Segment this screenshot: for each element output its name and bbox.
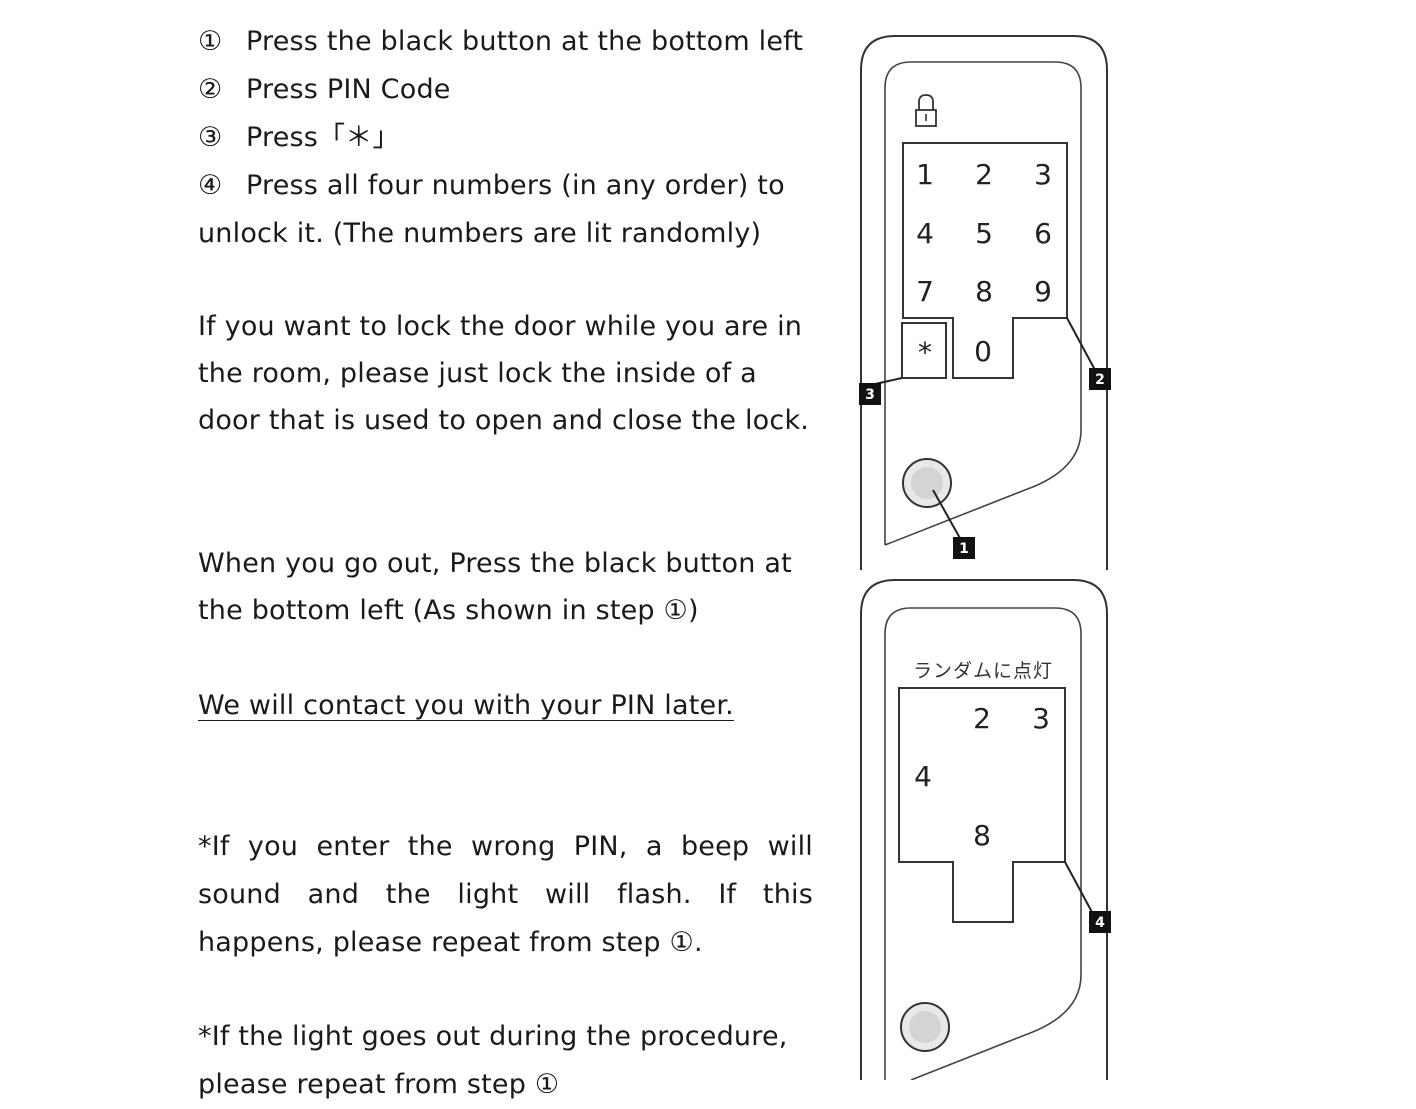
callout-badge-1-label: 1	[959, 541, 969, 557]
light-out-note-line-1: *If the light goes out during the proced…	[198, 1021, 788, 1052]
callout-badge-4-label: 4	[1095, 915, 1105, 931]
lit-key-3: 3	[1032, 702, 1050, 735]
contact-note-text: We will contact you with your PIN later.	[198, 690, 734, 721]
step-3-number: ③	[198, 122, 223, 153]
key-7: 7	[916, 275, 934, 308]
callout-badge-1: 1	[953, 537, 975, 559]
step-3: ③ Press「＊」	[198, 120, 400, 156]
step-1: ① Press the black button at the bottom le…	[198, 24, 803, 60]
lit-key-4: 4	[914, 760, 932, 793]
random-lit-label: ランダムに点灯	[913, 660, 1053, 682]
wrong-pin-note: *If you enter the wrong PIN, a beep will…	[198, 831, 813, 958]
key-1: 1	[916, 158, 934, 191]
step-1-text: Press the black button at the bottom lef…	[246, 26, 804, 57]
key-3: 3	[1034, 158, 1052, 191]
step-4-continuation: unlock it. (The numbers are lit randomly…	[198, 218, 762, 249]
lit-key-2: 2	[973, 702, 991, 735]
light-out-note: *If the light goes out during the proced…	[198, 1013, 813, 1109]
round-button-bottom	[900, 1002, 950, 1052]
step-3-text: Press「＊」	[246, 122, 400, 153]
go-out-paragraph: When you go out, Press the black button …	[198, 548, 792, 626]
callout-badge-3-label: 3	[865, 387, 875, 403]
step-2-number: ②	[198, 74, 223, 105]
keypad-diagram: 1 2 3 4 5 6 7 8 9 * 0 1 2	[855, 0, 1115, 1080]
round-button-top	[902, 458, 952, 508]
lit-key-8: 8	[973, 819, 991, 852]
step-4: ④ Press all four numbers (in any order) t…	[198, 168, 785, 204]
step-4-number: ④	[198, 170, 223, 201]
contact-note: We will contact you with your PIN later.	[198, 682, 818, 729]
key-star: *	[918, 336, 932, 369]
key-0: 0	[974, 335, 992, 368]
key-4: 4	[916, 217, 934, 250]
step-2: ② Press PIN Code	[198, 72, 451, 108]
top-keypad-panel: 1 2 3 4 5 6 7 8 9 * 0 1 2	[859, 35, 1111, 570]
callout-badge-2: 2	[1089, 368, 1111, 390]
light-out-note-line-2: please repeat from step ①	[198, 1069, 560, 1100]
step-2-text: Press PIN Code	[246, 74, 451, 105]
key-8: 8	[975, 275, 993, 308]
key-5: 5	[975, 217, 993, 250]
star-key-outline	[901, 322, 947, 379]
bottom-keypad-panel: ランダムに点灯 2 3 4 8 4	[860, 579, 1111, 1080]
lock-icon	[915, 94, 937, 127]
callout-badge-2-label: 2	[1095, 372, 1105, 388]
step-1-number: ①	[198, 26, 223, 57]
key-6: 6	[1034, 217, 1052, 250]
key-9: 9	[1034, 275, 1052, 308]
keypad-illustration: 1 2 3 4 5 6 7 8 9 * 0 1 2	[859, 35, 1111, 1080]
key-2: 2	[975, 158, 993, 191]
lock-inside-paragraph: If you want to lock the door while you a…	[198, 311, 810, 436]
step-4-text: Press all four numbers (in any order) to	[246, 170, 785, 201]
callout-badge-4: 4	[1089, 911, 1111, 933]
callout-badge-3: 3	[859, 383, 881, 405]
